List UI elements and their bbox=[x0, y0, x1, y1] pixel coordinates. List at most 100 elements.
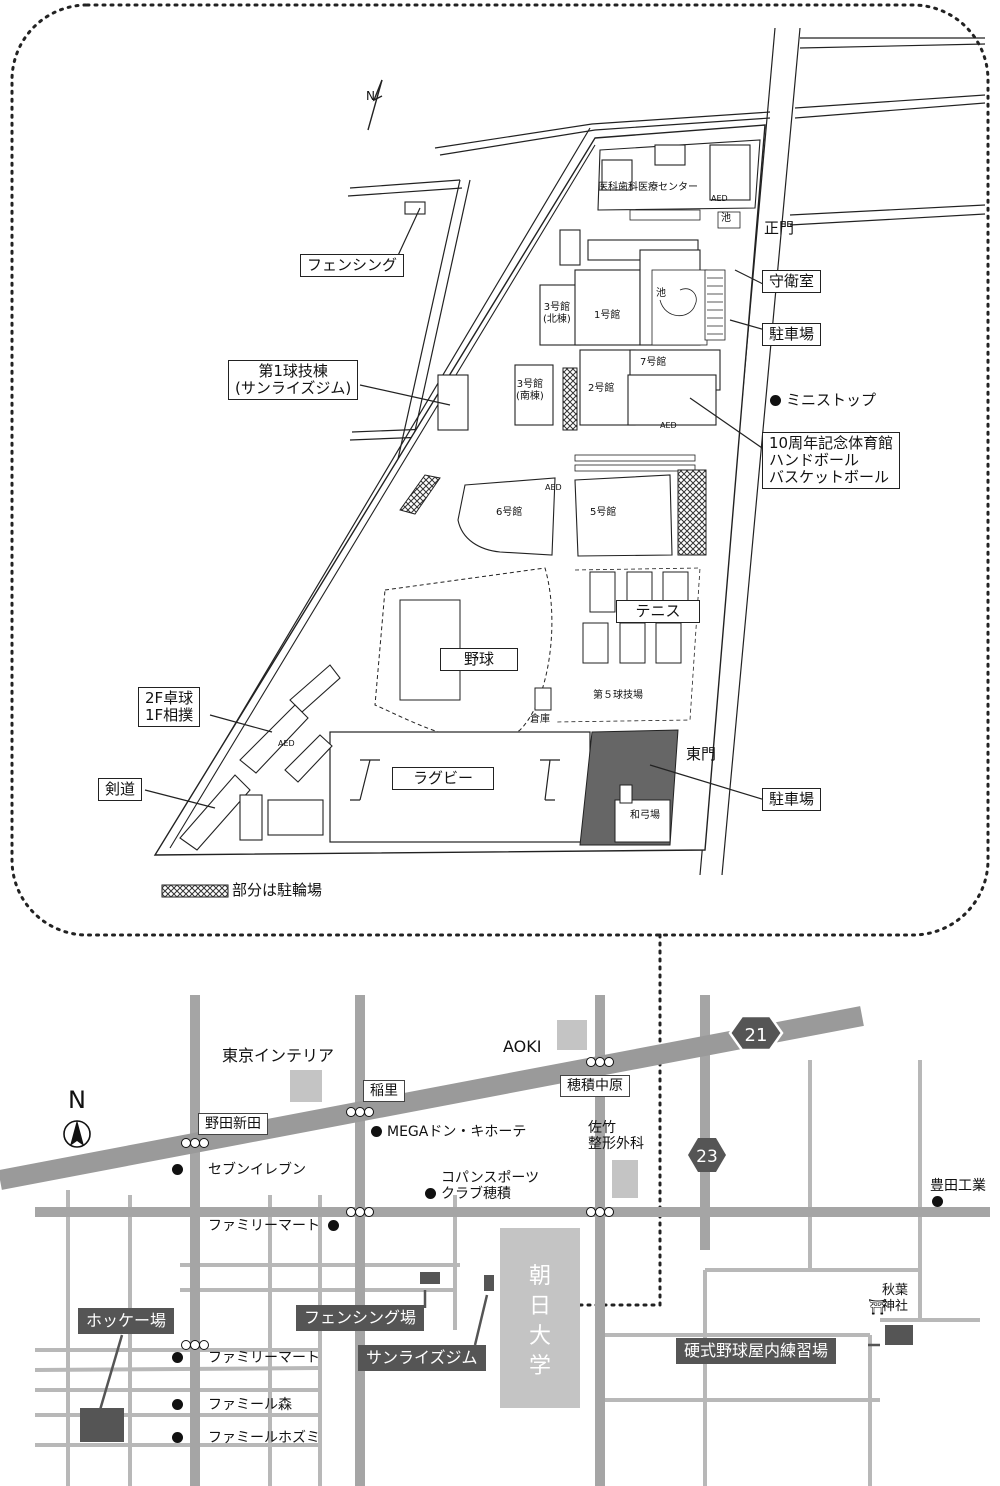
poi-copan: コパンスポーツ クラブ穂積 bbox=[425, 1170, 539, 1202]
route-21-number: 21 bbox=[745, 1025, 768, 1046]
label-pingpong-line2: 1F相撲 bbox=[145, 706, 194, 724]
signal-hozumi-icon bbox=[586, 1057, 614, 1067]
label-sunrise: サンライズジム bbox=[358, 1345, 486, 1371]
label-pingpong: 2F卓球 1F相撲 bbox=[138, 687, 201, 727]
intersection-nodashinden: 野田新田 bbox=[198, 1113, 268, 1135]
poi-copan-line1: コパンスポーツ bbox=[441, 1170, 540, 1186]
building-medical: 医科歯科医療センター bbox=[598, 182, 698, 193]
poi-famil-hozumi: ファミールホズミ bbox=[172, 1430, 320, 1446]
toyota-dot-icon bbox=[932, 1196, 943, 1207]
intersection-hozumi-nakahara: 穂積中原 bbox=[560, 1075, 630, 1097]
campus-north-letter: N bbox=[366, 89, 375, 103]
area-dark-blocks bbox=[80, 1272, 913, 1442]
campus-frame bbox=[10, 3, 990, 937]
signal-mid-icon bbox=[346, 1207, 374, 1217]
poi-familymart1: ファミリーマート bbox=[208, 1218, 344, 1234]
label-rugby: ラグビー bbox=[392, 767, 494, 790]
garden bbox=[651, 269, 708, 346]
building-kyudo: 和弓場 bbox=[630, 810, 660, 821]
aed-gym10: AED bbox=[660, 421, 677, 430]
famil-mori-dot-icon bbox=[172, 1399, 183, 1410]
building-3s-line1: 3号館 bbox=[516, 379, 544, 390]
copan-dot-icon bbox=[425, 1188, 436, 1199]
poi-sasake-line2: 整形外科 bbox=[588, 1136, 644, 1152]
famil-hozumi-dot-icon bbox=[172, 1432, 183, 1443]
route-21-shield bbox=[728, 1014, 784, 1052]
poi-sasake: 佐竹 整形外科 bbox=[588, 1120, 644, 1152]
building-field5: 第５球技場 bbox=[593, 690, 643, 701]
legend-text: 部分は駐輪場 bbox=[232, 881, 323, 899]
building-storage: 倉庫 bbox=[530, 714, 550, 725]
poi-sasake-line1: 佐竹 bbox=[588, 1120, 616, 1136]
label-baseball-indoor: 硬式野球屋内練習場 bbox=[676, 1338, 837, 1364]
campus-roads bbox=[159, 27, 986, 876]
poi-mega: MEGAドン・キホーテ bbox=[371, 1124, 526, 1140]
aed-medical: AED bbox=[711, 194, 728, 203]
aed-pingpong: AED bbox=[278, 739, 295, 748]
familymart2-dot-icon bbox=[172, 1352, 183, 1363]
area-blocks bbox=[290, 1020, 638, 1408]
seven-dot-icon bbox=[172, 1164, 183, 1175]
label-gym10-line2: ハンドボール bbox=[769, 451, 860, 469]
route-23-shield bbox=[688, 1138, 726, 1172]
poi-ministop-text: ミニストップ bbox=[786, 391, 877, 409]
minor-roads bbox=[34, 1060, 980, 1486]
label-fencing-area: フェンシング場 bbox=[296, 1305, 425, 1331]
parking-stripes bbox=[574, 269, 726, 472]
building-3s-line2: (南棟) bbox=[516, 391, 544, 402]
poi-akiba-line1: 秋葉 bbox=[882, 1283, 909, 1298]
bike-parking-2 bbox=[677, 469, 707, 556]
intersection-inazato: 稲里 bbox=[363, 1080, 405, 1102]
campus-north-arrow bbox=[367, 79, 383, 131]
building-3n-line2: (北棟) bbox=[543, 314, 571, 325]
poi-familymart2: ファミリーマート bbox=[172, 1350, 320, 1366]
label-gym10-line1: 10周年記念体育館 bbox=[769, 434, 894, 452]
poi-familymart2-text: ファミリーマート bbox=[208, 1350, 320, 1366]
label-parking-north: 駐車場 bbox=[762, 323, 822, 346]
label-gym1-line1: 第1球技棟 bbox=[258, 362, 328, 380]
poi-familymart1-text: ファミリーマート bbox=[208, 1218, 320, 1234]
legend-hatch bbox=[161, 884, 229, 898]
medical-center bbox=[597, 139, 761, 211]
place-university: 朝日大学 bbox=[528, 1264, 551, 1379]
poi-famil-mori: ファミール森 bbox=[172, 1397, 292, 1413]
label-guard: 守衛室 bbox=[762, 270, 822, 293]
label-pingpong-line1: 2F卓球 bbox=[145, 689, 194, 707]
poi-mega-text: MEGAドン・キホーテ bbox=[387, 1124, 527, 1140]
main-roads bbox=[35, 995, 990, 1486]
bike-parking-3 bbox=[399, 474, 441, 515]
label-baseball: 野球 bbox=[440, 648, 518, 671]
route-21-road bbox=[0, 1006, 864, 1190]
poi-akiba: 秋葉 神社 bbox=[882, 1283, 908, 1315]
familymart1-dot-icon bbox=[328, 1220, 339, 1231]
building-3s: 3号館 (南棟) bbox=[516, 379, 544, 403]
poi-ministop: ミニストップ bbox=[770, 392, 876, 409]
label-gym1: 第1球技棟 (サンライズジム) bbox=[228, 360, 359, 400]
west-buildings bbox=[179, 201, 469, 851]
leader-lines bbox=[144, 207, 766, 809]
label-gym10: 10周年記念体育館 ハンドボール バスケットボール bbox=[762, 432, 901, 489]
baseball-field bbox=[374, 567, 553, 742]
signal-south-icon bbox=[181, 1340, 209, 1350]
building-3n-line1: 3号館 bbox=[543, 302, 571, 313]
poi-famil-mori-text: ファミール森 bbox=[208, 1397, 292, 1413]
label-higashimon: 東門 bbox=[686, 745, 717, 763]
building-pond2: 池 bbox=[656, 288, 666, 299]
north-letter: N bbox=[68, 1086, 86, 1114]
signal-inazato-icon bbox=[346, 1107, 374, 1117]
poi-famil-hozumi-text: ファミールホズミ bbox=[208, 1430, 320, 1446]
aed-6: AED bbox=[545, 483, 562, 492]
poi-seven: セブンイレブン bbox=[172, 1162, 306, 1178]
label-gym1-line2: (サンライズジム) bbox=[235, 379, 352, 397]
label-kendo: 剣道 bbox=[98, 778, 143, 801]
signal-nodashinden-icon bbox=[181, 1138, 209, 1148]
torii-icon: ⛩ bbox=[868, 1298, 887, 1316]
building-pond1: 池 bbox=[721, 213, 731, 224]
poi-copan-line2: クラブ穂積 bbox=[441, 1186, 511, 1202]
route-23-number: 23 bbox=[696, 1147, 718, 1167]
poi-seven-text: セブンイレブン bbox=[208, 1162, 306, 1178]
label-hockey: ホッケー場 bbox=[78, 1308, 175, 1334]
bike-parking-1 bbox=[562, 367, 578, 431]
building-5: 5号館 bbox=[590, 507, 617, 518]
